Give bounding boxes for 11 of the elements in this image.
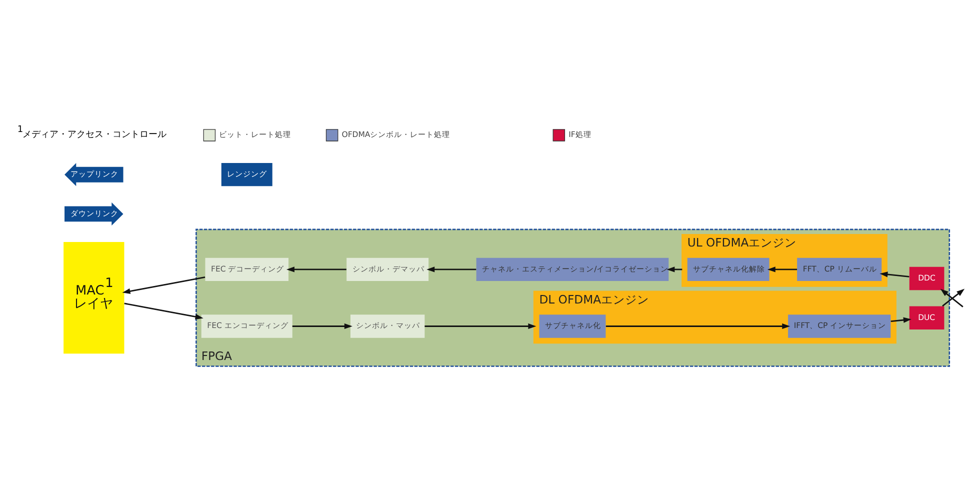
arrow — [426, 266, 476, 272]
arrow — [879, 272, 909, 278]
arrow — [286, 266, 346, 272]
arrow — [292, 323, 352, 330]
arrow — [122, 276, 205, 294]
arrow — [766, 266, 797, 272]
arrow — [124, 302, 203, 320]
arrow — [424, 323, 536, 330]
arrow — [605, 323, 790, 330]
arrow — [666, 266, 682, 272]
arrow — [890, 317, 911, 323]
